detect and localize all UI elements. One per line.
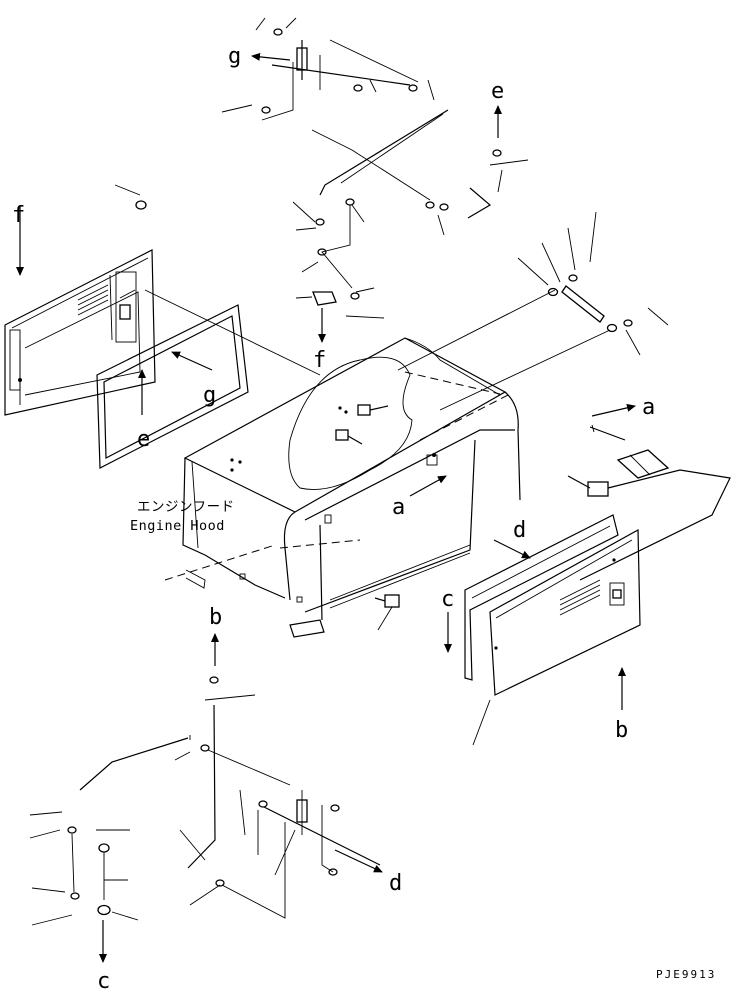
rod-assembly-bottom <box>29 676 381 926</box>
part-label-jp: エンジンフード <box>137 499 235 515</box>
reference-arrows <box>16 52 636 963</box>
right-door-seal <box>464 514 619 681</box>
right-side-door <box>489 528 641 696</box>
washers-top-left <box>114 184 147 210</box>
ref-letter-g-top: g <box>228 44 241 69</box>
left-door-seal <box>96 304 249 469</box>
ref-letter-f-left: f <box>12 203 25 228</box>
left-side-door <box>4 249 156 416</box>
part-label-en: Engine Hood <box>130 518 225 534</box>
ref-letter-a-right: a <box>642 395 655 420</box>
engine-hood <box>164 337 521 638</box>
ref-letter-b-right: b <box>615 718 628 743</box>
drawing-code: PJE9913 <box>656 968 716 981</box>
ref-letter-e-left: e <box>137 427 150 452</box>
ref-letter-g-left: g <box>203 383 216 408</box>
link-assembly-center <box>292 198 385 319</box>
ref-letter-e-top: e <box>491 79 504 104</box>
hinge-assembly-right <box>567 424 731 581</box>
hood-bolts <box>335 404 400 631</box>
ref-letter-d-bottom: d <box>389 871 402 896</box>
ref-letter-f-center: f <box>313 348 326 373</box>
ref-letter-a-center: a <box>392 495 405 520</box>
ref-letter-c-bottom: c <box>97 969 110 992</box>
ref-letter-d-right: d <box>513 518 526 543</box>
ref-letter-c-right: c <box>441 587 454 612</box>
ref-letter-b-center: b <box>209 605 222 630</box>
rod-assembly-top <box>221 17 529 236</box>
pin-assembly-top-right <box>397 211 669 411</box>
